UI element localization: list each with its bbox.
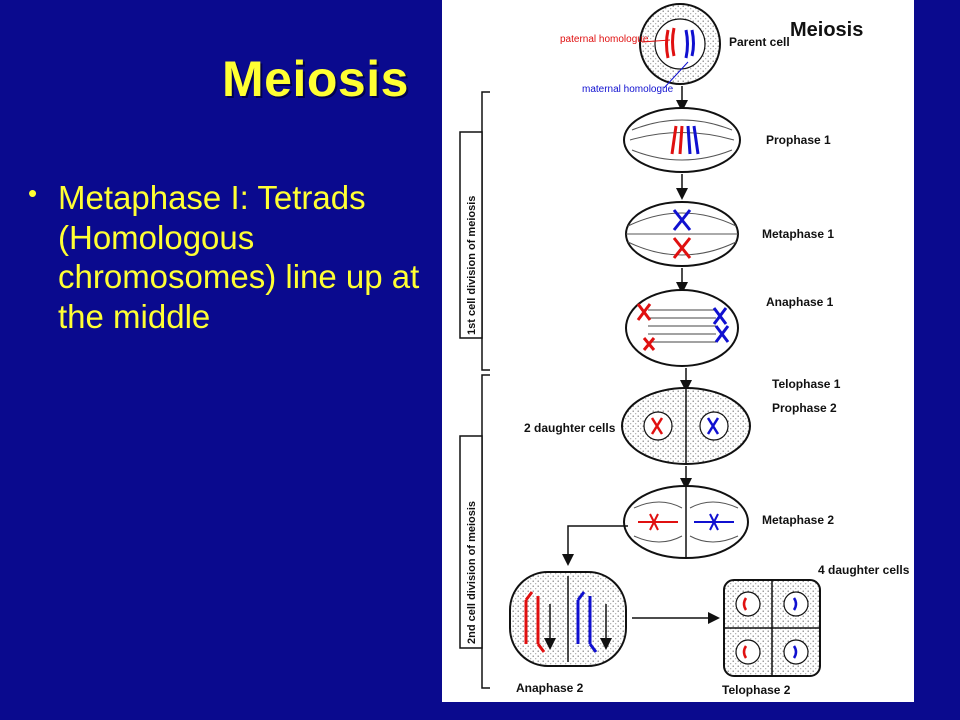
metaphase2-cell xyxy=(623,485,749,559)
maternal-label: maternal homologue xyxy=(582,84,674,95)
stage-label-prophase2: Prophase 2 xyxy=(772,401,837,415)
four-daughter-cells-label: 4 daughter cells xyxy=(818,563,910,577)
second-division-bracket: 2nd cell division of meiosis xyxy=(459,374,490,689)
paternal-label: paternal homologue xyxy=(560,34,649,45)
stage-label-anaphase1: Anaphase 1 xyxy=(766,295,834,309)
two-daughter-cells-label: 2 daughter cells xyxy=(524,421,616,435)
anaphase1-cell xyxy=(625,289,739,367)
stage-label-metaphase2: Metaphase 2 xyxy=(762,513,834,527)
bullet-list: • Metaphase I: Tetrads (Homologous chrom… xyxy=(28,178,428,336)
first-division-label: 1st cell division of meiosis xyxy=(466,196,478,335)
anaphase2-cells xyxy=(509,571,627,667)
first-division-bracket: 1st cell division of meiosis xyxy=(459,91,490,371)
stage-label-prophase1: Prophase 1 xyxy=(766,133,831,147)
stage-label-metaphase1: Metaphase 1 xyxy=(762,227,834,241)
stage-label-telophase1: Telophase 1 xyxy=(772,377,841,391)
diagram-title: Meiosis xyxy=(790,19,863,41)
metaphase1-cell xyxy=(625,201,739,267)
prophase1-cell xyxy=(623,107,741,173)
second-division-label: 2nd cell division of meiosis xyxy=(466,501,478,644)
parent-cell-label: Parent cell xyxy=(729,35,790,49)
bullet-dot-icon: • xyxy=(28,178,38,208)
stage-label-telophase2: Telophase 2 xyxy=(722,683,791,697)
telophase1-cell xyxy=(621,387,751,465)
slide-title: Meiosis xyxy=(222,51,409,107)
bullet-text: Metaphase I: Tetrads (Homologous chromos… xyxy=(58,179,420,335)
bullet-item: • Metaphase I: Tetrads (Homologous chrom… xyxy=(28,178,428,336)
stage-label-anaphase2: Anaphase 2 xyxy=(516,681,584,695)
telophase2-cells xyxy=(723,579,821,677)
meiosis-diagram: Meiosis 1st cell division of meiosis 2nd… xyxy=(442,0,914,702)
parent-cell xyxy=(639,3,721,85)
